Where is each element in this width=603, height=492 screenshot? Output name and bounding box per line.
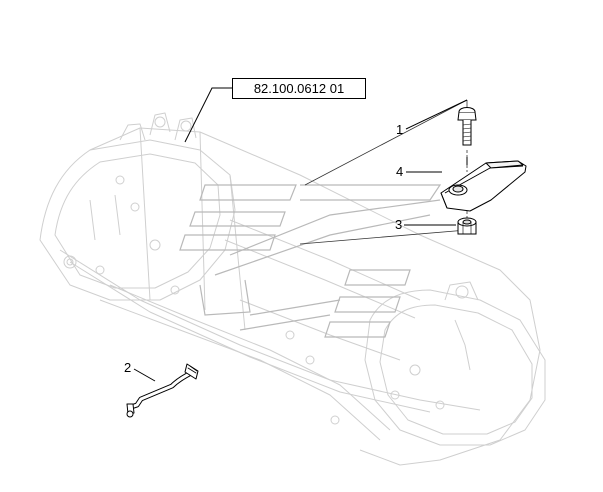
callout-leaders (133, 99, 468, 382)
decal-panels (179, 184, 442, 338)
tube-part (126, 363, 199, 418)
bucket-background (39, 112, 546, 466)
callout-label-2: 2 (124, 360, 132, 375)
drawing-reference-number: 82.100.0612 01 (232, 78, 366, 99)
bolt-part (457, 107, 477, 146)
callout-label-4: 4 (396, 164, 404, 179)
callout-label-1: 1 (396, 122, 404, 137)
tooth-part (440, 160, 527, 212)
callout-label-3: 3 (395, 217, 403, 232)
nut-part (457, 217, 477, 235)
reference-leader (184, 87, 232, 143)
